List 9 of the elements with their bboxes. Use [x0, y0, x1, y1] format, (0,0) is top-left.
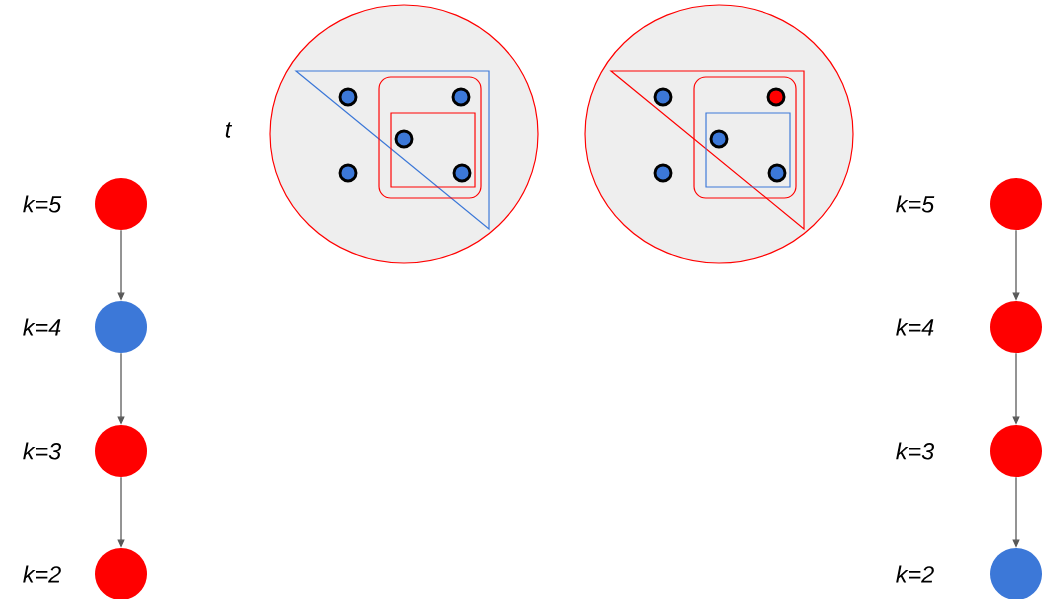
state-label: k=5: [896, 195, 935, 213]
state-label: k=2: [896, 565, 934, 583]
time-label: t: [225, 122, 233, 138]
state-label: k=2: [23, 565, 61, 583]
state-label: k=3: [896, 442, 934, 460]
state-label: k=4: [896, 318, 934, 336]
state-label: k=5: [23, 195, 62, 213]
state-label: k=4: [23, 318, 61, 336]
state-label: k=3: [23, 442, 61, 460]
